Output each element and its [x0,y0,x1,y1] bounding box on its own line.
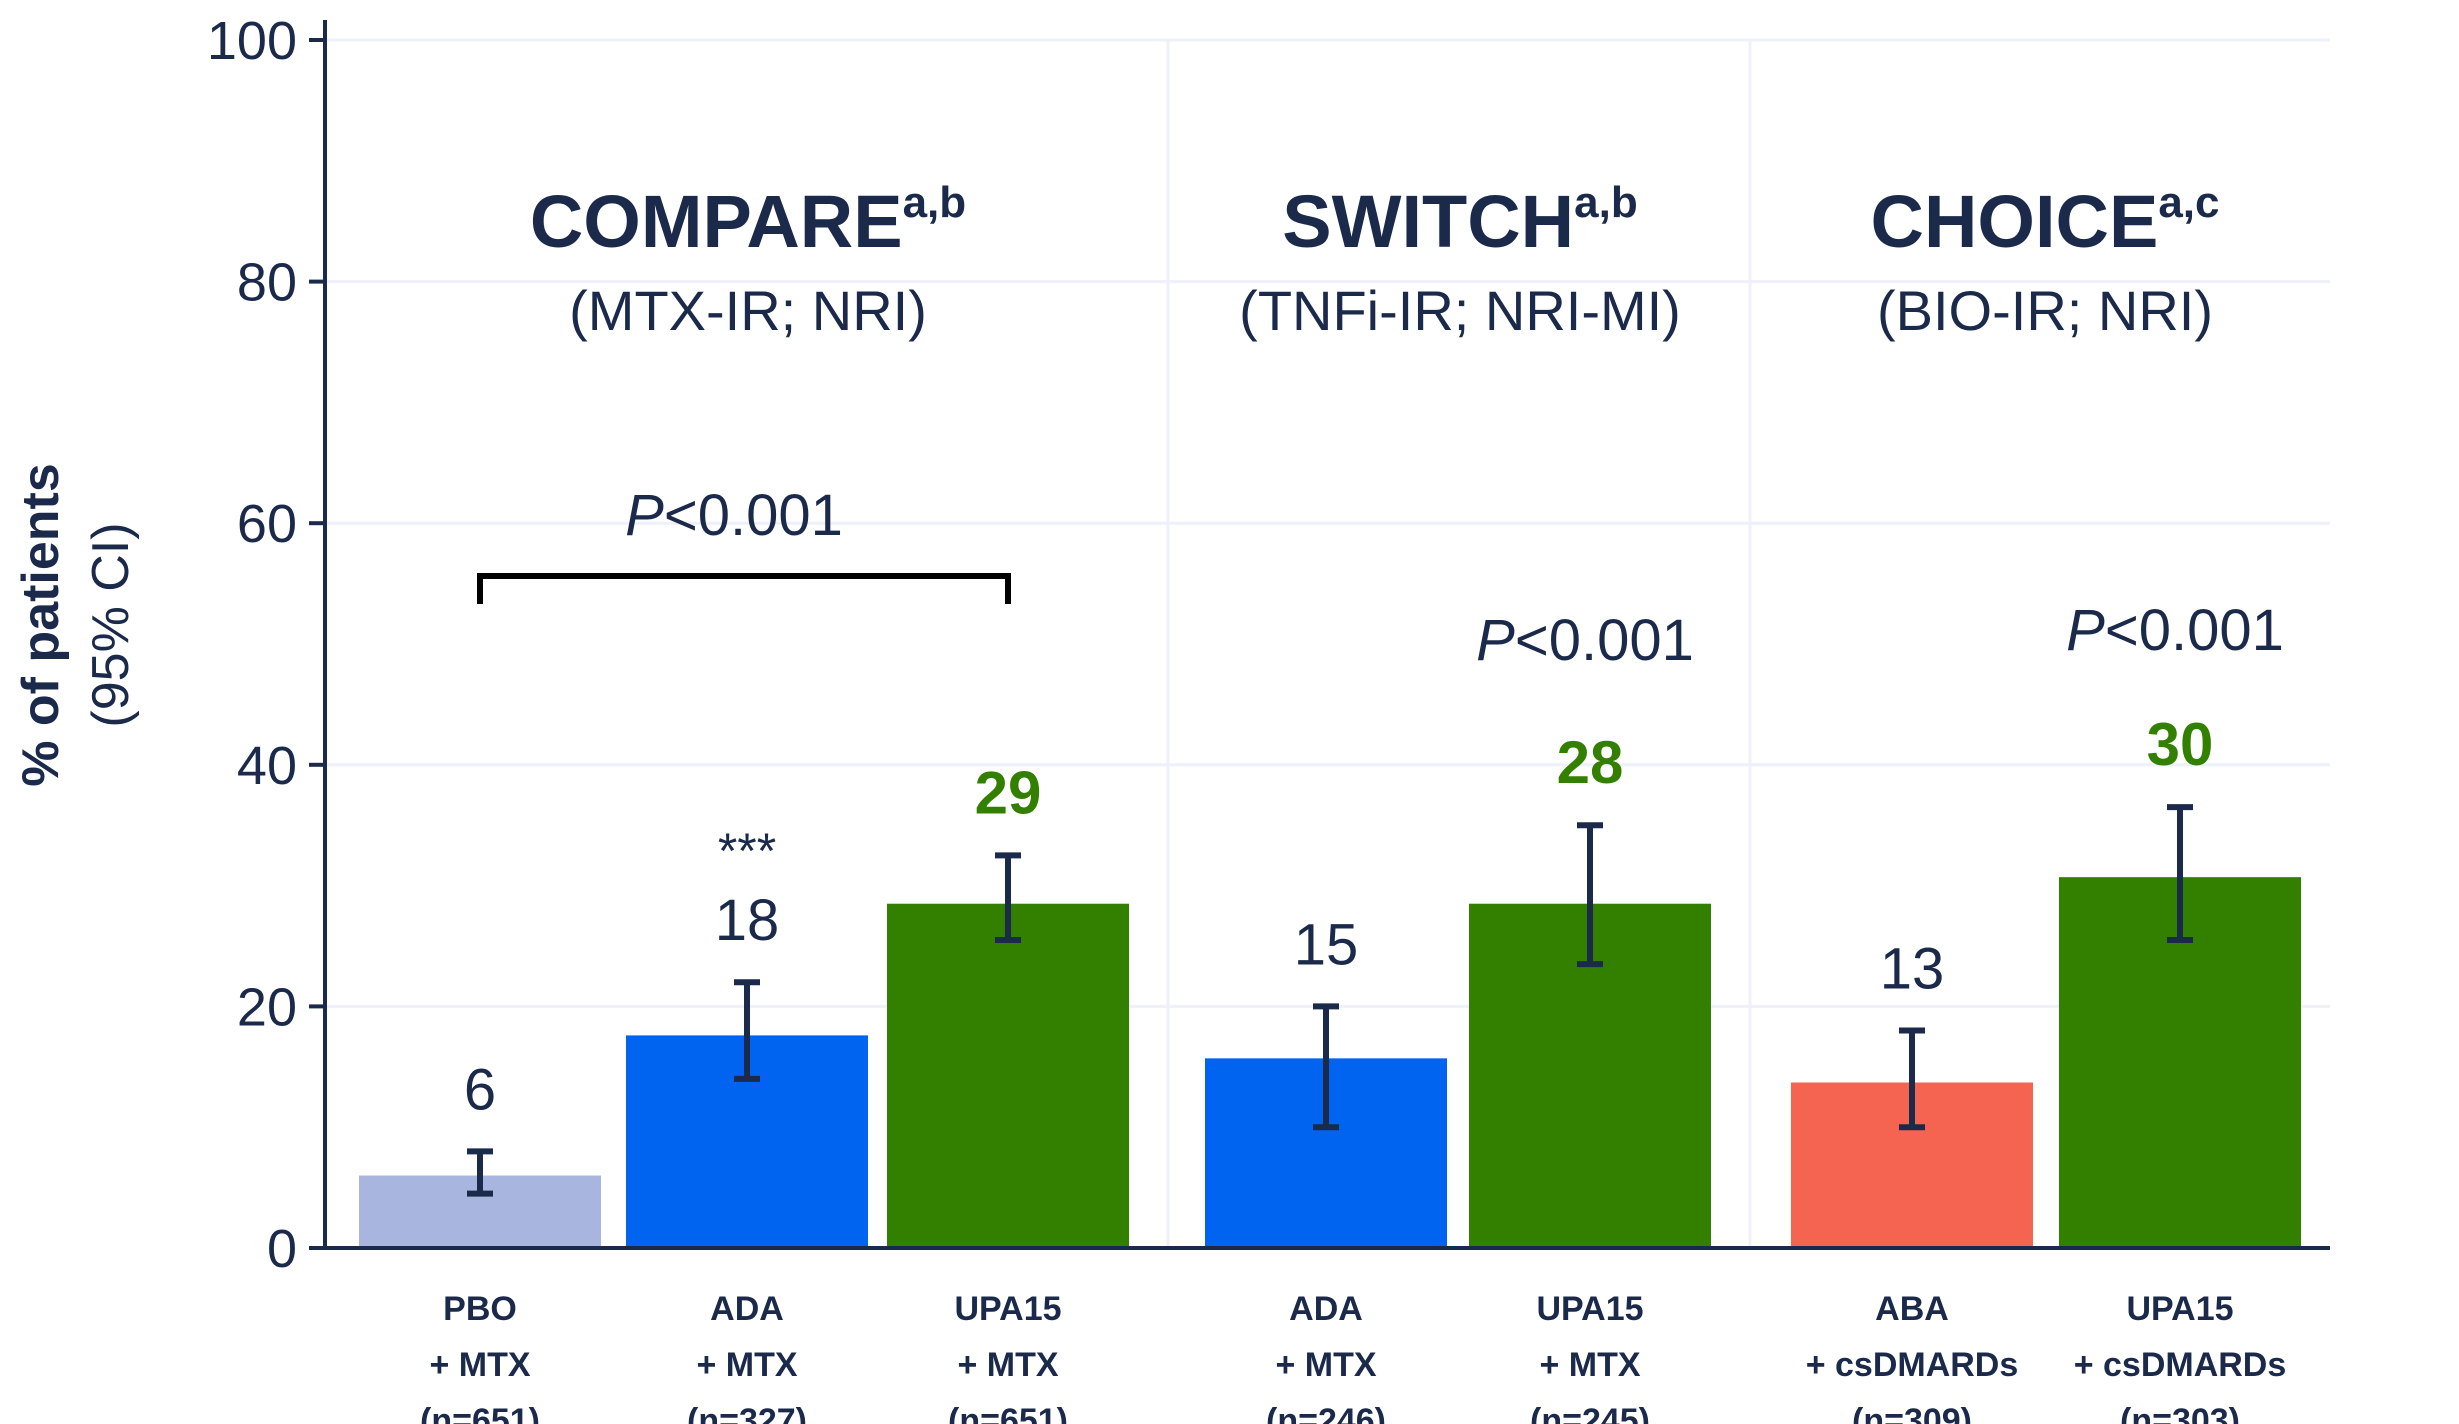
group-headers: COMPAREa,b(MTX-IR; NRI)SWITCHa,b(TNFi-IR… [530,178,2220,342]
category-label: UPA15 [2126,1290,2233,1328]
category-label: PBO [443,1290,517,1328]
group-title: COMPAREa,b [530,178,966,263]
y-tick-label: 100 [207,11,297,71]
y-tick-label: 0 [267,1219,297,1279]
group-dividers [1166,40,1752,1248]
p-value-text: <0.001 [2105,598,2284,663]
y-tick-label: 80 [237,253,297,313]
group-title-name: SWITCH [1282,180,1574,263]
category-label: ADA [710,1290,784,1328]
category-label: + MTX [1539,1346,1640,1384]
category-label: UPA15 [1536,1290,1643,1328]
category-label: + csDMARDs [2074,1346,2287,1384]
bar [887,903,1129,1248]
p-value-prefix: P [625,483,664,548]
value-label: 28 [1557,729,1624,796]
group-title-superscript: a,b [903,178,967,227]
group-subtitle: (BIO-IR; NRI) [1877,279,2213,342]
y-tick-label: 40 [237,736,297,796]
category-label: (n=245) [1530,1402,1650,1424]
p-value-text: <0.001 [1515,608,1694,673]
value-label: 29 [975,759,1042,826]
p-value-label: P<0.001 [1476,608,1694,673]
error-bars [467,804,2193,1197]
p-value-text: <0.001 [664,483,843,548]
grid-lines [325,38,2330,1008]
value-label: 30 [2147,711,2214,778]
category-label: + MTX [1275,1346,1376,1384]
y-axis-subtitle: (95% CI) [82,522,140,727]
category-label: + MTX [957,1346,1058,1384]
category-label: + MTX [696,1346,797,1384]
significance-marker: *** [718,823,776,879]
category-label: + csDMARDs [1806,1346,2019,1384]
group-title-name: CHOICE [1871,180,2159,263]
value-label: 18 [715,888,780,953]
category-label: UPA15 [954,1290,1061,1328]
value-labels: 6 18 *** 29 15 28 13 30 [464,711,2214,1122]
value-label: 13 [1880,937,1945,1002]
y-axis: 0 20 40 60 80 100 [207,11,327,1279]
category-label: (n=327) [687,1402,807,1424]
group-subtitle: (TNFi-IR; NRI-MI) [1239,279,1681,342]
category-label: + MTX [429,1346,530,1384]
category-label: (n=309) [1852,1402,1972,1424]
p-value-prefix: P [2066,598,2105,663]
group-title-superscript: a,b [1574,178,1638,227]
category-labels: PBO + MTX (n=651) ADA + MTX (n=327) UPA15 + MTX… [420,1290,2286,1424]
value-label: 15 [1294,912,1359,977]
value-label: 6 [464,1057,496,1122]
y-axis-title: % of patients [12,463,70,787]
y-axis-label: % of patients (95% CI) [12,463,140,787]
y-tick-label: 60 [237,494,297,554]
significance-bracket [477,573,1011,604]
category-label: ADA [1289,1290,1363,1328]
group-title-name: COMPARE [530,180,903,263]
category-label: (n=246) [1266,1402,1386,1424]
p-value-prefix: P [1476,608,1515,673]
p-value-label: P<0.001 [625,483,843,548]
category-label: (n=651) [948,1402,1068,1424]
y-tick-label: 20 [237,977,297,1037]
category-label: (n=651) [420,1402,540,1424]
group-title-superscript: a,c [2158,178,2219,227]
p-value-label: P<0.001 [2066,598,2284,663]
group-title: SWITCHa,b [1282,178,1637,263]
category-label: (n=303) [2120,1402,2240,1424]
category-label: ABA [1875,1290,1949,1328]
group-subtitle: (MTX-IR; NRI) [569,279,927,342]
group-title: CHOICEa,c [1871,178,2220,263]
